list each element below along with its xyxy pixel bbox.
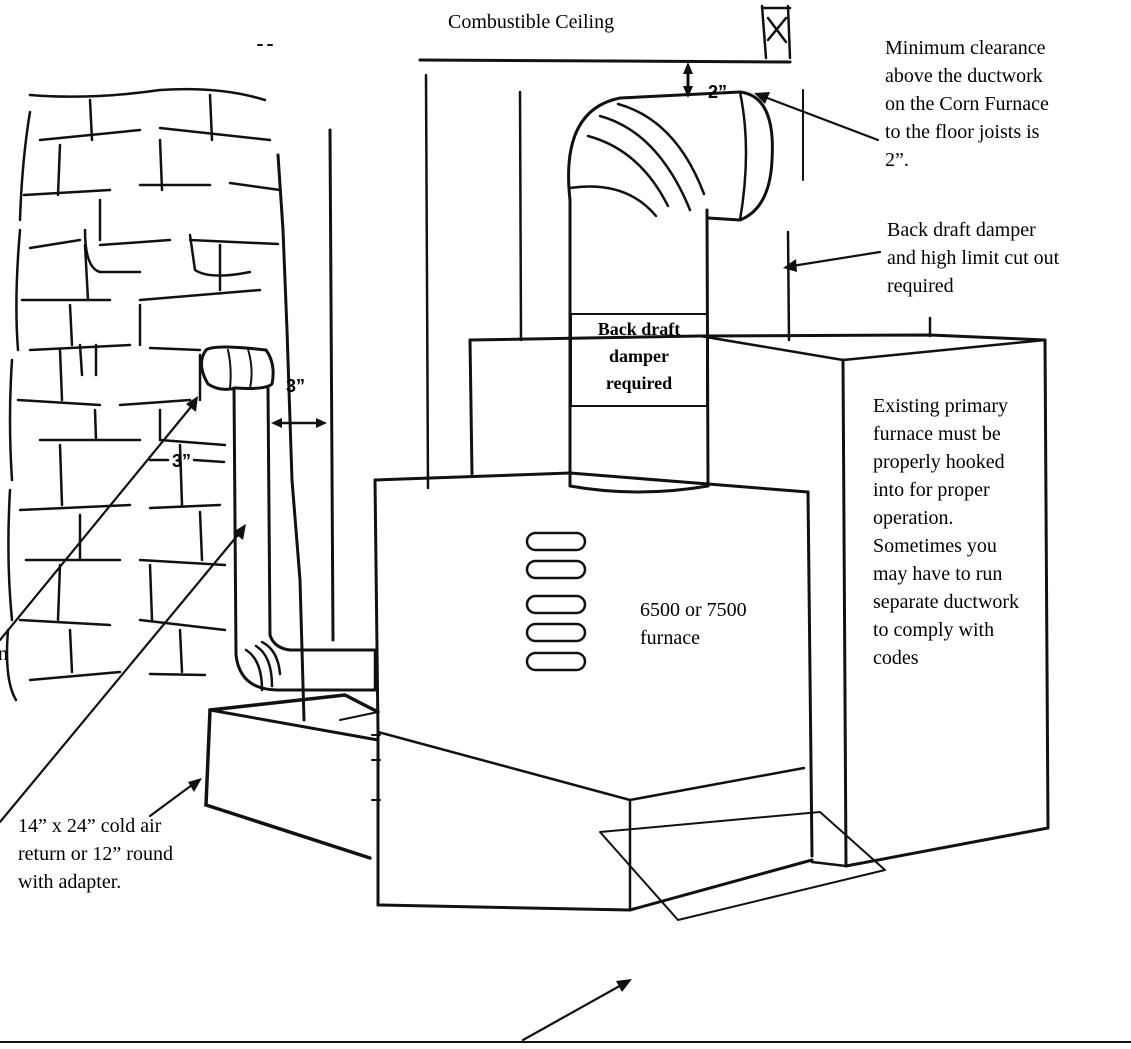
ceiling-line (418, 58, 792, 64)
primary-furnace-line: operation. (873, 507, 954, 529)
clearance-line: on the Corn Furnace (885, 93, 1049, 115)
primary-furnace-line: properly hooked (873, 451, 1005, 473)
brick-chimney (5, 44, 306, 722)
leader-arrows (0, 92, 882, 1042)
furnace-louvers (525, 531, 587, 672)
primary-furnace-line: may have to run (873, 563, 1002, 585)
damper-box-line: Back draft (598, 319, 681, 339)
damper-high-limit-line: Back draft damper (887, 219, 1036, 241)
damper-label-box (570, 313, 708, 407)
dimension-3in (271, 418, 327, 428)
cold-air-return-line: with adapter. (18, 871, 121, 893)
damper-high-limit-line: required (887, 275, 954, 297)
dimension-2in (683, 62, 693, 98)
cold-air-return-label: 14” x 24” cold air return or 12” round w… (18, 815, 173, 893)
damper-box-line: damper (609, 346, 669, 366)
primary-furnace-line: codes (873, 647, 919, 669)
furnace-model-label: 6500 or 7500 furnace (640, 599, 747, 649)
main-duct (567, 90, 774, 494)
primary-furnace-line: Sometimes you (873, 535, 997, 557)
cold-air-return-line: return or 12” round (18, 843, 173, 865)
primary-furnace-line: Existing primary (873, 395, 1008, 417)
primary-furnace-line: separate ductwork (873, 591, 1019, 613)
furnace-model-line: 6500 or 7500 (640, 599, 747, 621)
primary-furnace-line: to comply with (873, 619, 994, 641)
dimension-2in-label: 2” (708, 82, 727, 102)
partial-left-label: n (0, 643, 8, 665)
damper-box-label: Back draft damper required (598, 319, 681, 393)
back-wall (328, 73, 804, 642)
cold-air-return-line: 14” x 24” cold air (18, 815, 162, 837)
ceiling-label: Combustible Ceiling (448, 11, 614, 33)
damper-box-line: required (606, 373, 672, 393)
clearance-line: to the floor joists is (885, 121, 1040, 143)
dimension-3in-label: 3” (286, 376, 305, 396)
ceiling-joist-symbol (760, 4, 792, 60)
clearance-line: above the ductwork (885, 65, 1043, 87)
primary-furnace (468, 316, 1050, 868)
furnace-model-line: furnace (640, 627, 700, 649)
damper-high-limit-line: and high limit cut out (887, 247, 1060, 269)
primary-furnace-label: Existing primary furnace must be properl… (873, 395, 1019, 669)
wall-3in-marking-label: 3” (172, 451, 191, 471)
flue-pipe (200, 345, 377, 692)
furnace-body (373, 471, 814, 912)
primary-furnace-line: furnace must be (873, 423, 1001, 445)
cold-air-return (204, 693, 381, 860)
wall-3in-marking: 3” (148, 451, 226, 471)
floor-protector-plate (599, 811, 886, 921)
clearance-label: Minimum clearance above the ductwork on … (885, 37, 1049, 171)
clearance-line: 2”. (885, 149, 909, 171)
primary-furnace-line: into for proper (873, 479, 990, 501)
clearance-line: Minimum clearance (885, 37, 1046, 59)
damper-high-limit-label: Back draft damper and high limit cut out… (887, 219, 1060, 297)
